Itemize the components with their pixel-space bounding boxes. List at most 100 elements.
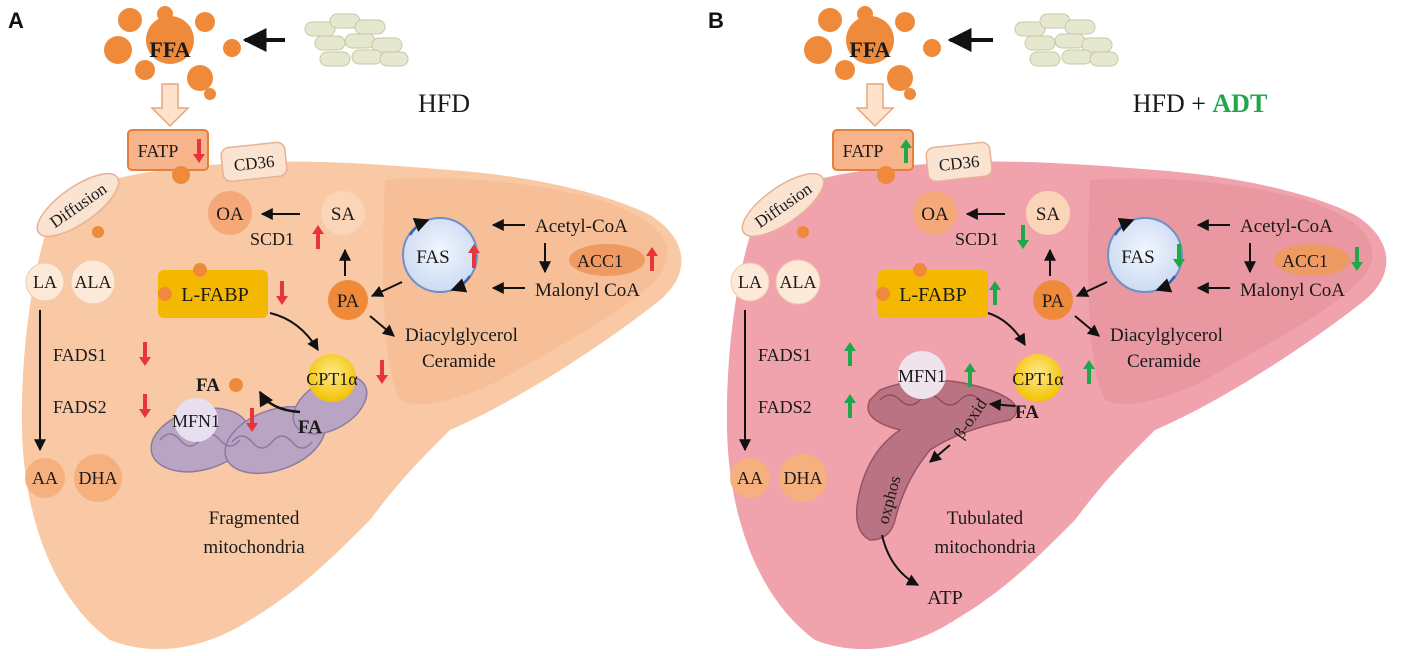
mfn1-up-arrow-icon: [964, 363, 976, 387]
fas-cycle-arrow-bottom: [1155, 275, 1177, 293]
fads2-regulation-arrow: [844, 394, 856, 418]
oa-node: [208, 191, 252, 235]
mfn1-label: MFN1: [898, 366, 946, 386]
dha-node: [779, 454, 827, 502]
cpt1a-label: CPT1α: [1012, 369, 1064, 389]
fas-label: FAS: [1121, 247, 1154, 268]
fatp-regulation-arrow: [193, 139, 205, 163]
malonyl-coa-label: Malonyl CoA: [535, 280, 640, 301]
ffa-droplets: [804, 6, 941, 100]
pa-to-dag-arrow: [369, 315, 395, 337]
fas-cycle-arrow-top: [408, 217, 430, 236]
fads2-regulation-arrow: [139, 394, 151, 418]
la-label: LA: [33, 272, 57, 292]
oa-label: OA: [921, 204, 949, 225]
la-node: [25, 262, 65, 302]
panel-title: HFD + ADT: [1133, 89, 1268, 118]
aa-node: [25, 458, 65, 498]
panel-a: A FFA HFD: [8, 6, 682, 650]
pill-pile-icon: [304, 13, 409, 67]
mito-caption-line1: Tubulated: [947, 508, 1024, 529]
mfn1-regulation-arrow: [246, 408, 258, 432]
ceramide-label: Ceramide: [1127, 351, 1201, 372]
fas-down-arrow-icon: [1173, 244, 1185, 268]
scd1-regulation-arrow: [1017, 225, 1029, 249]
acc1-label: ACC1: [577, 251, 623, 271]
lfabp-box: [158, 270, 268, 318]
lfabp-regulation-arrow: [276, 281, 288, 305]
fas-to-pa-arrow: [1075, 281, 1108, 297]
fas-up-arrow-icon: [468, 244, 480, 268]
mfn1-label: MFN1: [172, 411, 220, 431]
fatp-label: FATP: [138, 141, 179, 161]
fads1-regulation-arrow: [139, 342, 151, 366]
panel-b: B FFA HFD + ADT: [708, 6, 1387, 650]
fatp-label: FATP: [843, 141, 884, 161]
fads1-regulation-arrow: [844, 342, 856, 366]
sa-label: SA: [1036, 204, 1061, 225]
mfn1-node: [898, 351, 946, 399]
cpt1a-regulation-arrow: [376, 360, 388, 384]
ala-label: ALA: [780, 272, 817, 292]
acc1-ellipse: [1274, 244, 1350, 276]
cpt1--up-arrow-icon: [1083, 360, 1095, 384]
acc1-label: ACC1: [1282, 251, 1328, 271]
scd1-up-arrow-icon: [312, 225, 324, 249]
fas-label: FAS: [416, 247, 449, 268]
acc1-ellipse: [569, 244, 645, 276]
fas-to-pa-arrow: [370, 281, 403, 297]
beta-oxid-arrow: [929, 444, 951, 463]
mfn1-regulation-arrow: [964, 363, 976, 387]
fads1-label: FADS1: [53, 345, 107, 365]
dha-label: DHA: [79, 468, 118, 488]
fas-cycle-arrow-top: [1113, 217, 1135, 236]
diffusion-ellipse: [36, 173, 120, 237]
lfabp-droplet-left: [158, 287, 172, 301]
l-fabp-down-arrow-icon: [276, 281, 288, 305]
fas-cycle-arrow-bottom: [450, 275, 472, 293]
sa-label: SA: [331, 204, 356, 225]
acc1-regulation-arrow: [646, 247, 658, 271]
fas-cycle: [1107, 217, 1183, 293]
lfabp-label: L-FABP: [899, 284, 966, 306]
ffa-label: FFA: [149, 37, 190, 62]
acc1-up-arrow-icon: [646, 247, 658, 271]
pa-label: PA: [1042, 291, 1065, 312]
acetyl-coa-label: Acetyl-CoA: [535, 216, 628, 237]
fas-regulation-arrow: [468, 244, 480, 268]
panel-title-treatment: ADT: [1212, 89, 1267, 118]
diacylglycerol-label: Diacylglycerol: [1110, 325, 1223, 346]
scd1-down-arrow-icon: [1017, 225, 1029, 249]
fas-cycle: [402, 217, 478, 293]
ceramide-label: Ceramide: [422, 351, 496, 372]
dha-node: [74, 454, 122, 502]
la-label: LA: [738, 272, 762, 292]
uptake-arrow: [150, 83, 190, 128]
pa-node: [1033, 280, 1073, 320]
atp-label: ATP: [927, 587, 963, 609]
fa-recycle-arrow: [258, 390, 301, 414]
oxphos-to-atp-arrow: [881, 534, 920, 586]
lfabp-label: L-FABP: [181, 284, 248, 306]
aa-node: [730, 458, 770, 498]
panel-letter: A: [8, 8, 24, 33]
mfn1-down-arrow-icon: [246, 408, 258, 432]
mito-caption-line1: Fragmented: [209, 508, 300, 529]
fatp-regulation-arrow: [900, 139, 912, 163]
uptake-arrow: [855, 83, 895, 128]
lfabp-to-cpt1a-arrow: [269, 312, 319, 352]
fa-label-upper: FA: [196, 375, 220, 396]
scd1-regulation-arrow: [312, 225, 324, 249]
l-fabp-up-arrow-icon: [989, 281, 1001, 305]
lfabp-box: [878, 270, 988, 318]
ala-label: ALA: [75, 272, 112, 292]
cpt1a-label: CPT1α: [306, 369, 358, 389]
acc1-down-arrow-icon: [1351, 247, 1363, 271]
panel-letter: B: [708, 8, 724, 33]
ala-node: [775, 259, 821, 305]
aa-label: AA: [737, 468, 763, 488]
fatp-droplet: [877, 166, 895, 184]
fads1-label: FADS1: [758, 345, 812, 365]
aa-label: AA: [32, 468, 58, 488]
